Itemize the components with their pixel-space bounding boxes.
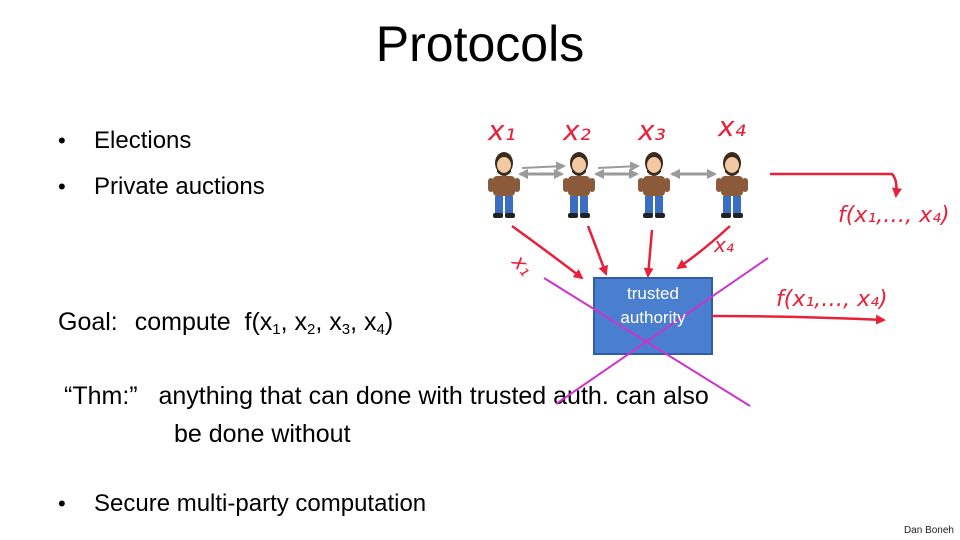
- theorem-line-2: be done without: [174, 420, 351, 448]
- party-4-figure: [716, 152, 748, 218]
- party-label-x2: x₂: [562, 114, 591, 147]
- goal-verb: compute: [134, 308, 231, 336]
- input-arrows: [511, 224, 731, 280]
- party-1-figure: [488, 152, 520, 218]
- slide-title: Protocols: [375, 16, 585, 72]
- bullet-private-auctions: Private auctions: [58, 164, 265, 210]
- goal-function: f(x1, x2, x3, x4): [244, 308, 394, 338]
- author-footer: Dan Boneh: [903, 525, 954, 536]
- bullet-secure-mpc: Secure multi-party computation: [58, 482, 426, 526]
- trusted-authority-box: [593, 277, 713, 355]
- goal-label: Goal:: [58, 308, 118, 336]
- party-label-x4: x₄: [717, 110, 746, 143]
- mpc-output-label: f(x₁,…, x₄): [838, 203, 950, 228]
- theorem-line-1: “Thm:” anything that can done with trust…: [64, 378, 709, 414]
- trusted-authority-label: trusted authority: [620, 284, 686, 327]
- cross-out-mark: [543, 257, 769, 407]
- goal-line: Goal: compute f(x1, x2, x3, x4): [58, 302, 393, 342]
- theorem-text-1: anything that can done with trusted auth…: [158, 382, 709, 410]
- party-3-figure: [638, 152, 670, 218]
- input-label-x4: x₄: [713, 233, 734, 257]
- party-label-x3: x₃: [637, 114, 666, 147]
- authority-output-label: f(x₁,…, x₄): [776, 287, 888, 312]
- theorem-label: “Thm:”: [64, 382, 138, 410]
- party-2-figure: [563, 152, 595, 218]
- bullet-list: Elections Private auctions: [58, 118, 265, 210]
- mpc-diagram: x₁ x₂ x₃ x₄ x₁ x₄ f(x₁,…, x₄) f(x₁,…, x₄…: [487, 110, 950, 407]
- party-label-x1: x₁: [487, 114, 516, 147]
- authority-output-arrow: [711, 314, 886, 325]
- input-label-x1: x₁: [507, 249, 539, 280]
- party-communication-arrows: [518, 161, 717, 179]
- mpc-output-arrow: [770, 172, 902, 198]
- bullet-elections: Elections: [58, 118, 265, 164]
- bullet-list-2: Secure multi-party computation: [58, 482, 426, 526]
